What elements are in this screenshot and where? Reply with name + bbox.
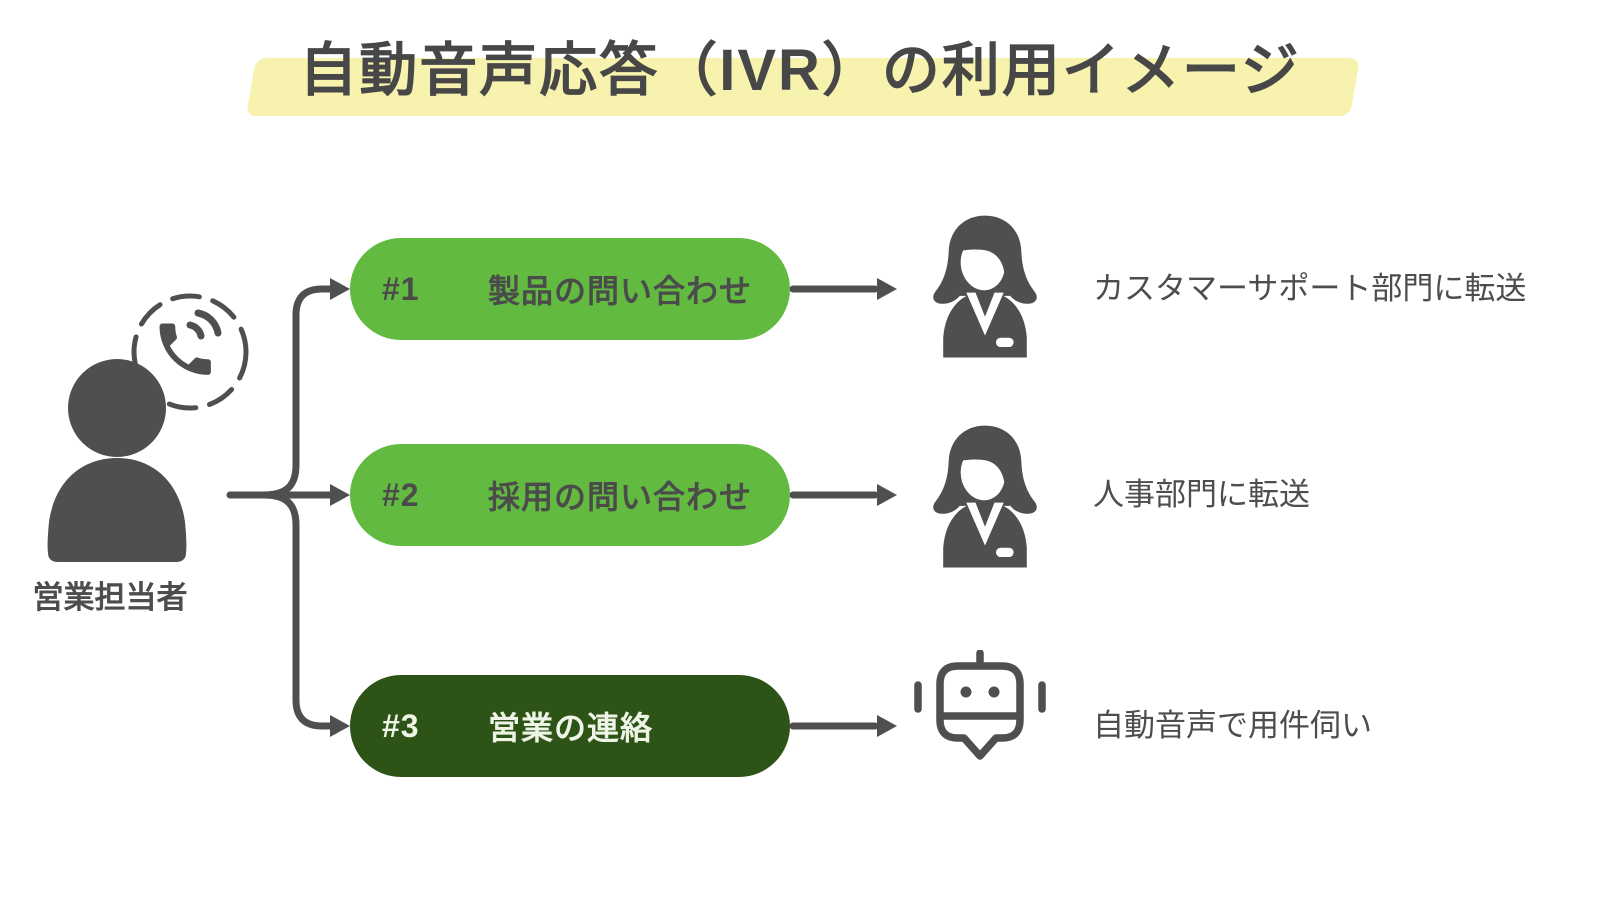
destination-label-3: 自動音声で用件伺い	[1093, 708, 1372, 743]
ivr-option-3-label: 営業の連絡	[488, 710, 654, 746]
caller-label: 営業担当者	[32, 580, 188, 615]
ivr-option-3-pill: #3 営業の連絡	[350, 675, 790, 777]
page-title: 自動音声応答（IVR）の利用イメージ	[246, 30, 1360, 116]
phone-call-icon	[131, 293, 249, 411]
ivr-option-2-pill: #2 採用の問い合わせ	[350, 444, 790, 546]
ivr-option-2-label: 採用の問い合わせ	[488, 479, 753, 515]
destination-label-1: カスタマーサポート部門に転送	[1093, 271, 1527, 306]
title-area: 自動音声応答（IVR）の利用イメージ	[0, 30, 1600, 116]
ivr-option-1-label: 製品の問い合わせ	[488, 273, 753, 309]
robot-icon	[914, 650, 1046, 760]
female-agent-icon	[933, 425, 1037, 568]
female-agent-icon	[933, 215, 1037, 358]
page-title-text: 自動音声応答（IVR）の利用イメージ	[299, 38, 1301, 103]
ivr-option-3-number: #3	[382, 707, 420, 744]
ivr-option-1-pill: #1 製品の問い合わせ	[350, 238, 790, 340]
ivr-option-2-number: #2	[382, 476, 420, 513]
destination-label-2: 人事部門に転送	[1093, 477, 1310, 512]
ivr-option-1-number: #1	[382, 270, 420, 307]
